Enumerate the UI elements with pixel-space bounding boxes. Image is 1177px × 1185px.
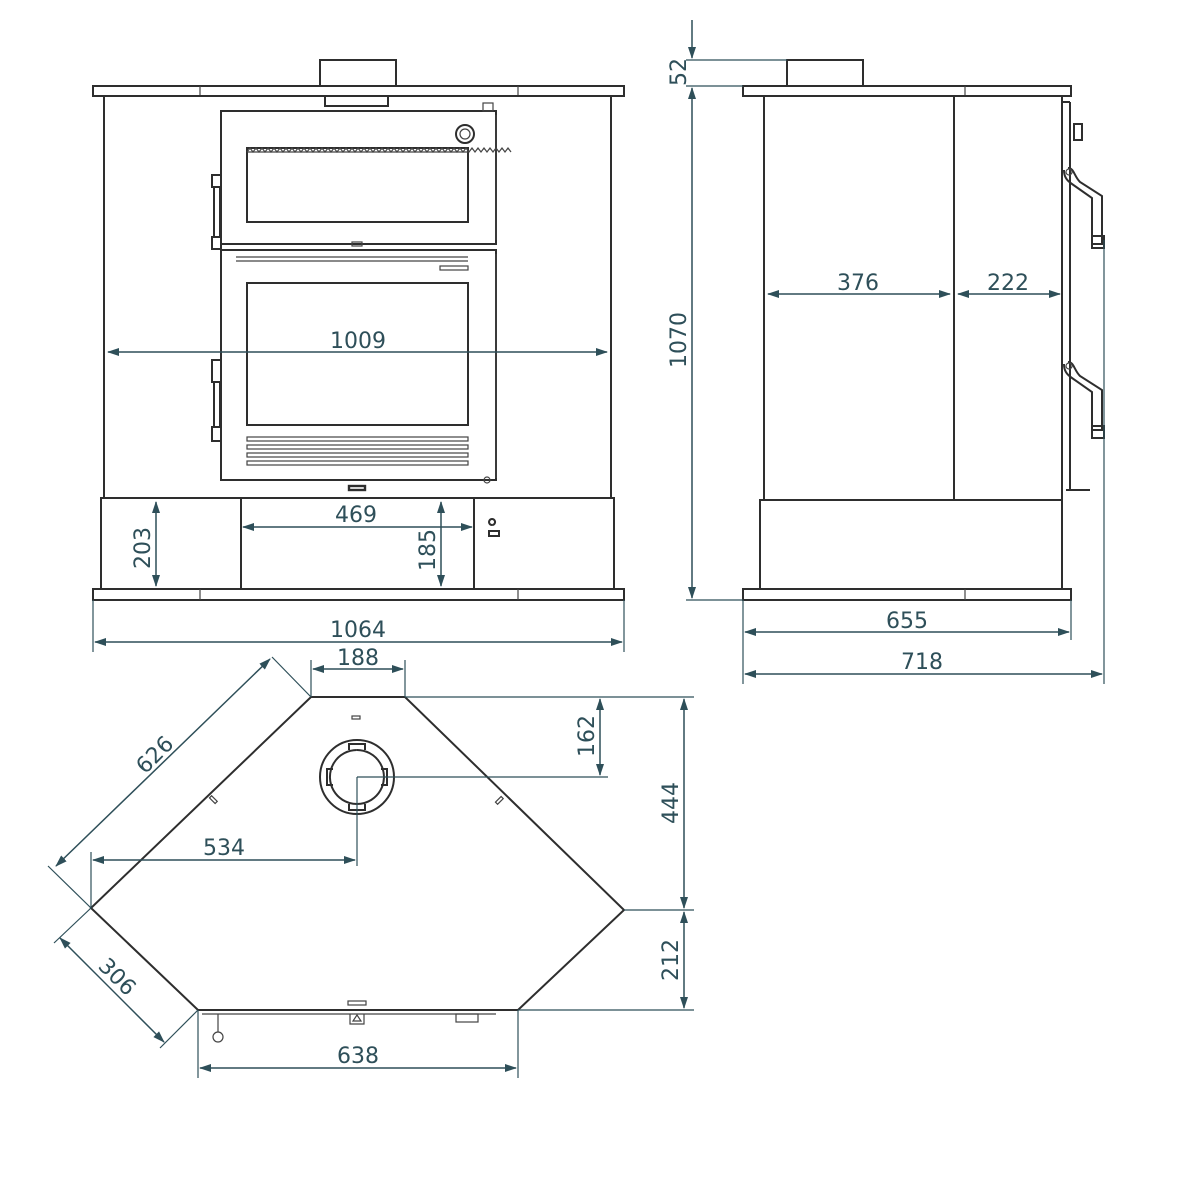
side-top-plate: [742, 85, 1072, 97]
front-width-label: 638: [337, 1044, 379, 1069]
front-body: [103, 95, 612, 499]
front-flue-collar: [319, 59, 397, 87]
side-dimensions: 52 1070 376 222 655 718: [667, 20, 1105, 684]
door-depth-label: 222: [987, 271, 1029, 296]
opening-height-label: 185: [416, 529, 441, 571]
thermometer-icon: [455, 124, 475, 144]
depth-front-label: 212: [659, 939, 684, 981]
side-door-section: [953, 95, 1063, 501]
oven-window: [246, 147, 469, 223]
side-view: [742, 59, 1105, 601]
front-corner-side-label: 306: [93, 954, 140, 1001]
top-dimensions: 188 626 162 444 212 534 306 638: [47, 646, 694, 1078]
depth-main-label: 444: [659, 782, 684, 824]
side-plinth: [759, 499, 1063, 590]
front-top-plate: [92, 85, 625, 97]
oven-door: [220, 110, 497, 245]
fire-window: [246, 282, 469, 426]
flue-height-label: 52: [667, 58, 692, 86]
front-width-total-label: 1064: [330, 618, 386, 643]
side-flue-collar: [786, 59, 864, 87]
side-body: [763, 95, 955, 501]
total-height-label: 1070: [667, 312, 692, 368]
body-depth-label: 376: [837, 271, 879, 296]
top-handle: [324, 95, 389, 107]
front-base-plate: [92, 588, 625, 601]
flue-offset-y-label: 162: [575, 715, 600, 757]
plinth-height-label: 203: [131, 527, 156, 569]
dim-line-306: [59, 937, 165, 1043]
front-dimensions: 1009 1064 203 469 185: [92, 326, 625, 652]
dim-line-626: [55, 658, 271, 867]
back-width-label: 188: [337, 646, 379, 671]
base-depth-label: 655: [886, 609, 928, 634]
diagonal-side-label: 626: [132, 732, 179, 779]
total-depth-label: 718: [901, 650, 943, 675]
side-base-plate: [742, 588, 1072, 601]
front-view: [92, 59, 625, 601]
flue-offset-x-label: 534: [203, 836, 245, 861]
front-width-inner-label: 1009: [330, 329, 386, 354]
opening-width-label: 469: [335, 503, 377, 528]
